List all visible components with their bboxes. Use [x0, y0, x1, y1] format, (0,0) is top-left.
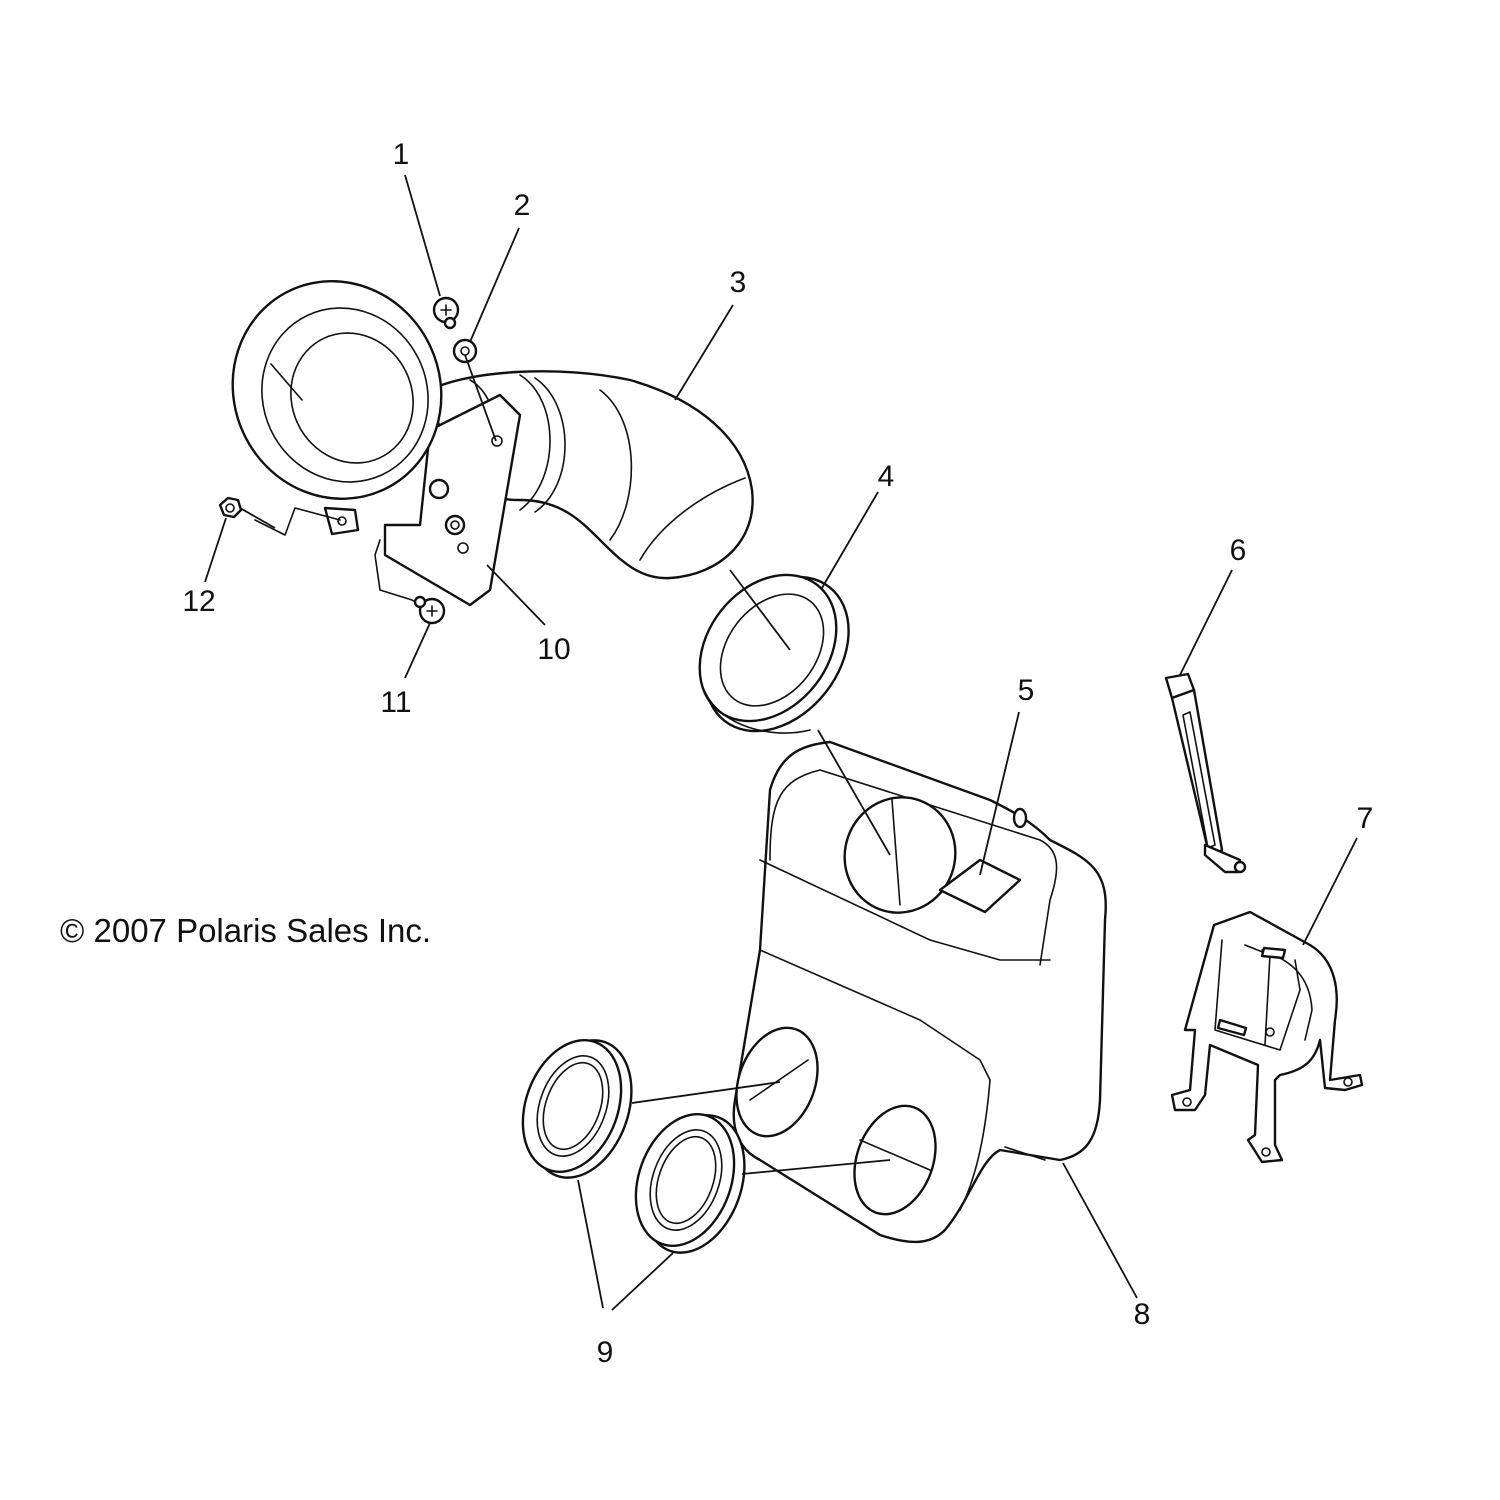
callout-1: 1	[393, 138, 410, 171]
assembly-guide-lines	[239, 354, 891, 1175]
grommet-part-9b	[634, 1112, 746, 1254]
callout-11: 11	[380, 686, 411, 719]
callout-7: 7	[1357, 802, 1374, 835]
bracket-part-7	[1170, 910, 1364, 1164]
copyright-notice: © 2007 Polaris Sales Inc.	[60, 912, 431, 949]
grommet-part-9a	[521, 1038, 633, 1179]
air-box-part-8	[732, 740, 1107, 1244]
filter-ring-part-4	[698, 573, 850, 734]
callout-6: 6	[1230, 534, 1247, 567]
nut-part-12	[218, 496, 243, 519]
callout-12: 12	[182, 585, 215, 618]
callout-2: 2	[514, 189, 531, 222]
callout-8: 8	[1134, 1298, 1151, 1331]
callout-9: 9	[597, 1336, 614, 1369]
callout-3: 3	[730, 266, 747, 299]
screw-part-11	[413, 595, 446, 625]
screw-part-1	[432, 296, 460, 330]
strap-part-6	[1164, 672, 1247, 874]
callout-labels: 1 2 3 4 5 6 7 8 9 10 11 12	[182, 138, 1373, 1369]
callout-10: 10	[537, 633, 570, 666]
washer-part-2	[452, 338, 478, 364]
callout-leaders	[204, 174, 1358, 1311]
callout-5: 5	[1018, 674, 1035, 707]
intake-boot-part-10	[231, 280, 522, 607]
callout-4: 4	[878, 460, 895, 493]
